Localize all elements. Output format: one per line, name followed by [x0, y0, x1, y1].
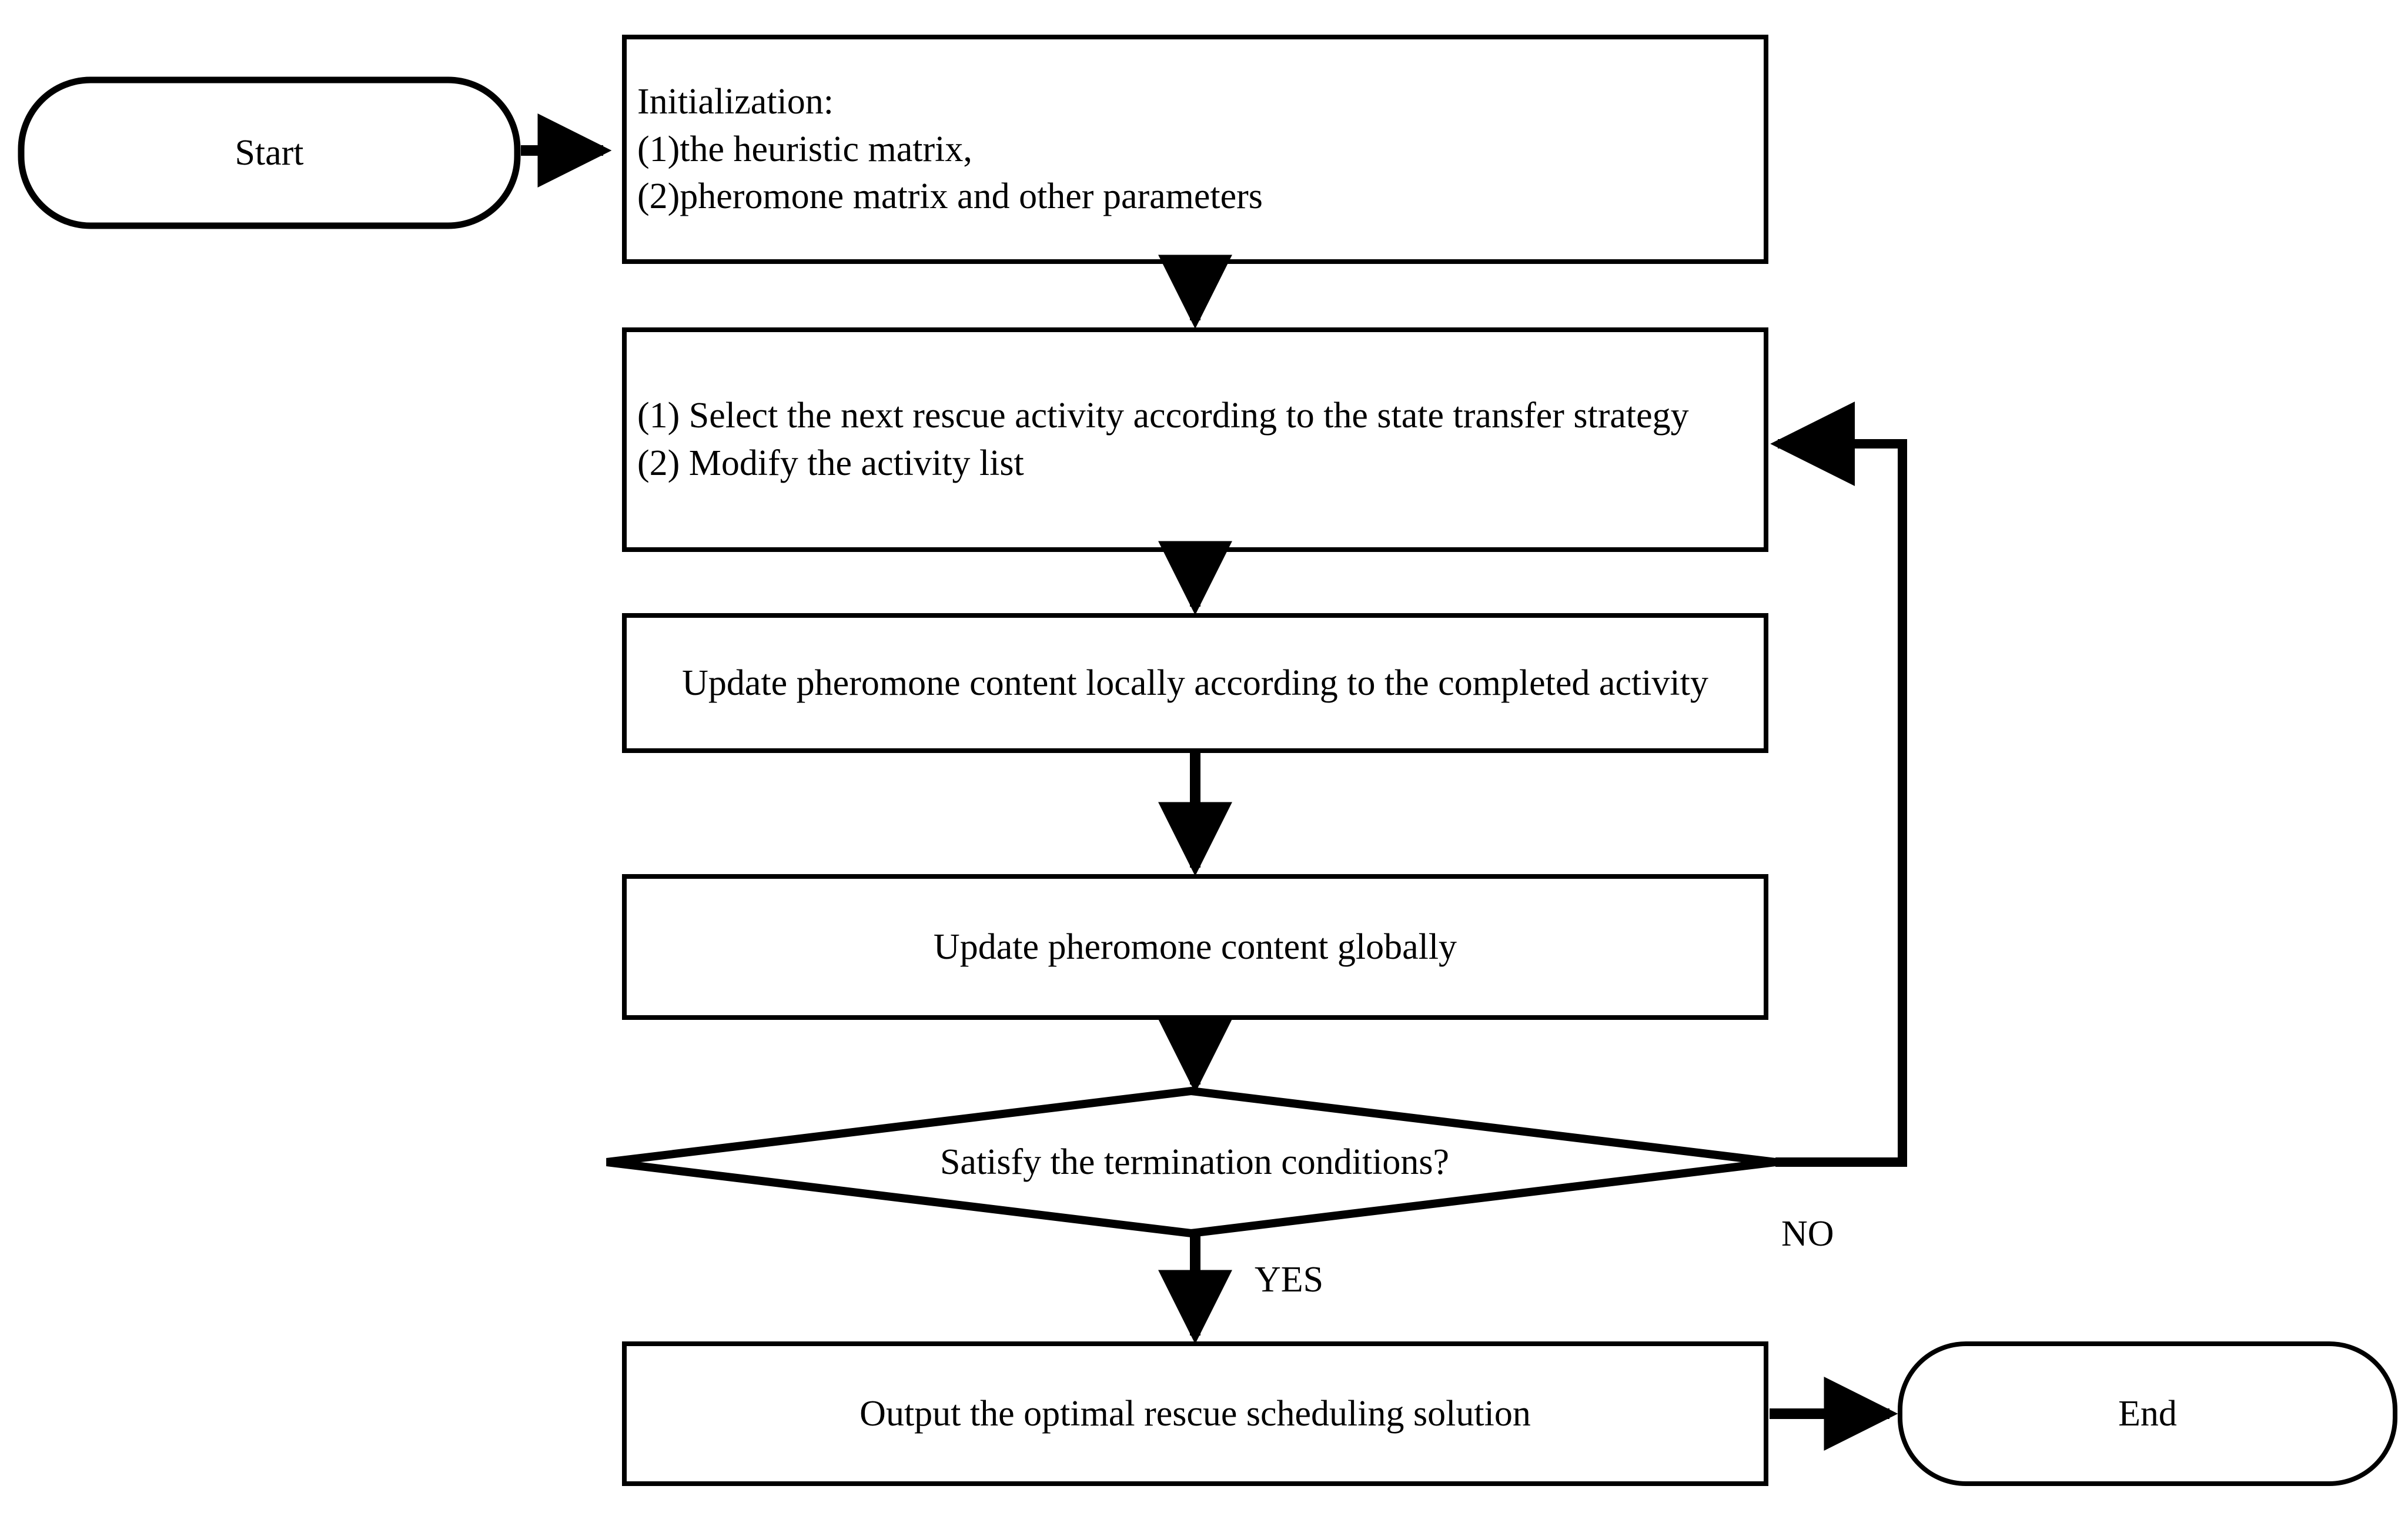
start-node-shape — [18, 76, 521, 229]
initialization-node-shape — [622, 35, 1768, 264]
update-global-node-shape — [622, 874, 1768, 1020]
edge-decision-no-feedback-loop — [1770, 401, 1907, 1167]
end-node-shape — [1898, 1341, 2397, 1486]
output-solution-node-shape — [622, 1341, 1768, 1486]
update-local-node-shape — [622, 613, 1768, 753]
termination-decision-node-shape — [606, 1086, 1776, 1238]
select-activity-node-shape — [622, 327, 1768, 552]
